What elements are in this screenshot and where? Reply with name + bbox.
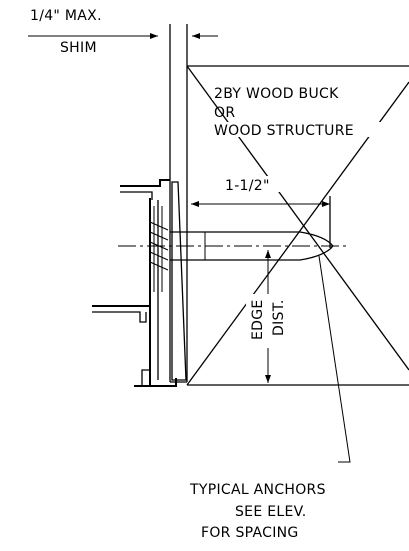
buck-label-line1: 2BY WOOD BUCK (214, 86, 339, 102)
shim-label: SHIM (60, 40, 97, 56)
shim-label-group: 1/4" MAX. SHIM (28, 8, 218, 56)
buck-label-bg-3 (212, 122, 392, 137)
note-line2: SEE ELEV. (235, 504, 306, 520)
frame-bottom-base (134, 378, 177, 387)
edge-arrow-bottom (265, 375, 271, 383)
buck-cross-line-1 (186, 65, 409, 371)
anchor-body (170, 231, 334, 261)
embed-arrow-left (191, 201, 199, 207)
frame-mid-flange-lip (92, 311, 147, 323)
frame-top-flange-inner (120, 191, 153, 200)
edge-label-bg (246, 294, 290, 348)
buck-label-bg-1 (212, 86, 362, 100)
buck-label-line3: WOOD STRUCTURE (214, 123, 354, 139)
note-line3: FOR SPACING (201, 525, 299, 541)
shim-right-arrowhead (192, 33, 200, 39)
buck-label-line2: OR (214, 105, 235, 121)
anchor (118, 231, 348, 261)
edge-label-line1: EDGE (250, 299, 266, 340)
frame-bottom-foot (141, 369, 150, 386)
anchor-note: TYPICAL ANCHORS SEE ELEV. FOR SPACING (189, 255, 351, 541)
note-line1: TYPICAL ANCHORS (189, 482, 326, 498)
sealant-hatch (149, 221, 169, 271)
frame-profile (92, 179, 187, 387)
edge-arrow-top (265, 250, 271, 258)
edge-label-line2: DIST. (271, 299, 287, 336)
embed-dim-label: 1-1/2" (225, 178, 270, 194)
wall-lines (169, 24, 188, 383)
embed-label-bg (222, 176, 292, 192)
frame-top-flange (120, 179, 170, 187)
shim-arrowhead (150, 33, 158, 39)
max-shim-label: 1/4" MAX. (30, 8, 102, 24)
embed-arrow-right (322, 201, 330, 207)
tapered-shim (171, 181, 187, 381)
embed-dimension: 1-1/2" (191, 176, 330, 207)
edge-dimension: EDGE DIST. (246, 250, 290, 383)
note-leader-line (318, 255, 351, 463)
